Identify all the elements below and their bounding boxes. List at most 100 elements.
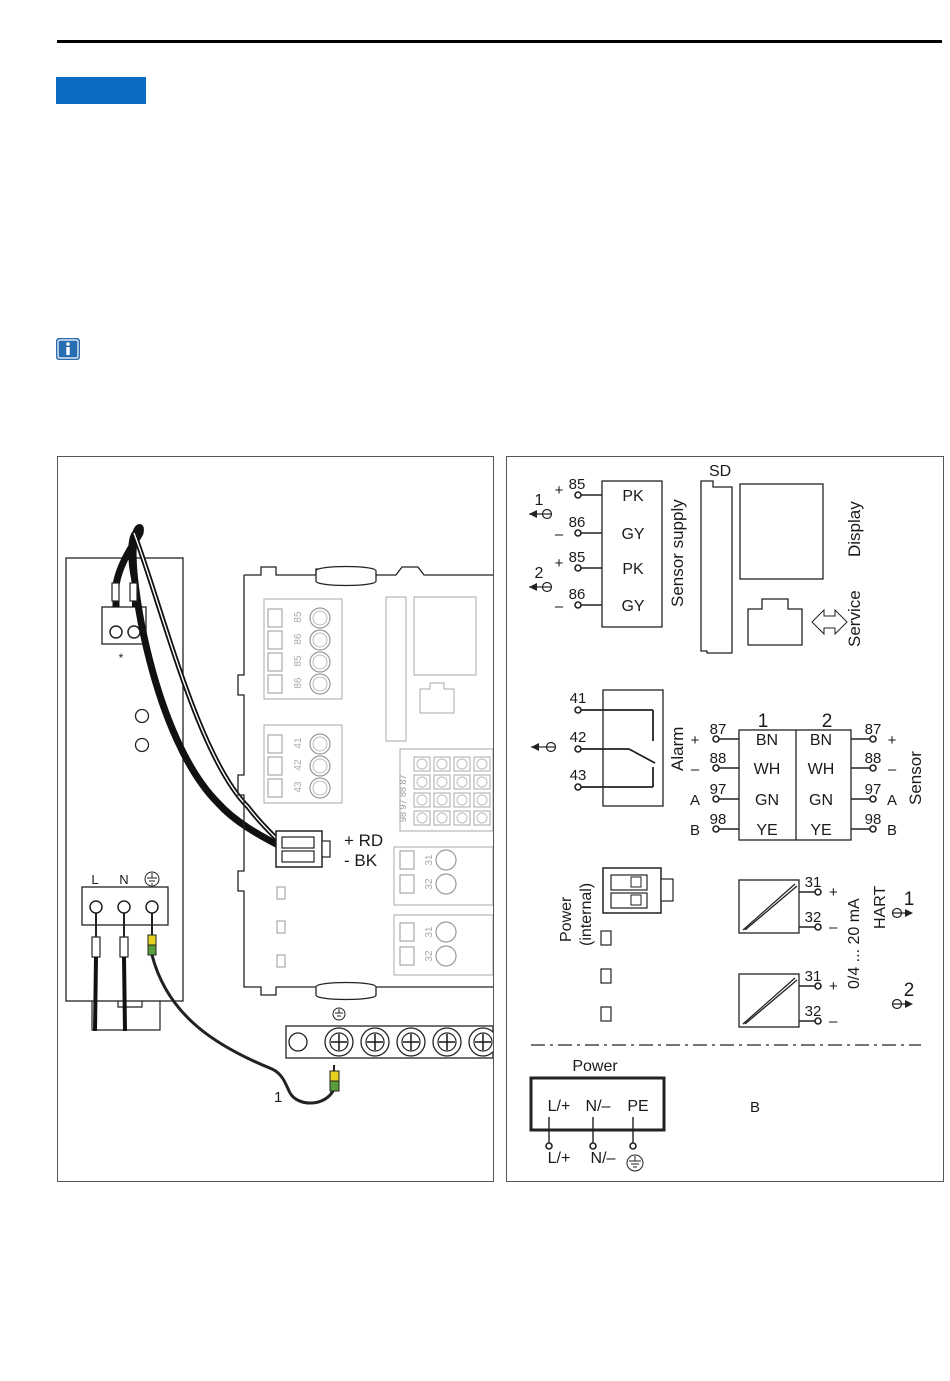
wire-color-code: PK xyxy=(622,488,644,505)
sensor-signal: + xyxy=(691,732,700,749)
header-rule xyxy=(57,40,942,43)
service-interface-icon xyxy=(811,608,848,636)
current-range-label: 0/4 ... 20 mA xyxy=(846,898,863,989)
wire-color-code: PK xyxy=(622,561,644,578)
sensor-supply-output-2: 2 xyxy=(529,565,553,593)
sensor-box xyxy=(738,729,852,841)
wire-color-code: BN xyxy=(756,732,778,749)
ground-icon xyxy=(144,871,160,887)
alarm-relay-contact xyxy=(579,709,656,788)
sensor-supply-terminal: 86 xyxy=(569,586,586,603)
output-terminal: 32 xyxy=(805,1003,822,1020)
sensor-terminal: 88 xyxy=(710,750,727,767)
service-label: Service xyxy=(845,590,864,647)
mains-label-n: N xyxy=(119,872,128,887)
sensor-signal: A xyxy=(690,792,700,809)
earth-screw xyxy=(396,1027,426,1057)
output-polarity: + xyxy=(829,884,838,901)
relay-block-labels: 98 97 88 87 xyxy=(398,774,408,822)
earth-screw xyxy=(468,1027,493,1057)
sensor-signal: – xyxy=(888,761,897,778)
wire-color-code: GY xyxy=(621,598,644,615)
alarm-terminal: 43 xyxy=(570,767,587,784)
display-label: Display xyxy=(845,501,864,557)
earth-screw xyxy=(324,1027,354,1057)
service-port xyxy=(747,598,803,646)
wire-color-code: WH xyxy=(808,761,835,778)
output-terminal: 31 xyxy=(805,874,822,891)
wiring-illustration: * L N 1 xyxy=(57,456,494,1182)
terminal-polarity: – xyxy=(555,526,564,543)
terminal-number: 43 xyxy=(293,781,304,793)
led-indicator xyxy=(134,737,150,753)
output-number: 1 xyxy=(535,492,544,509)
output-number: 2 xyxy=(535,565,544,582)
sensor-terminal: 88 xyxy=(865,750,882,767)
terminal-number: 85 xyxy=(293,611,304,623)
output-number: 1 xyxy=(904,889,915,910)
terminal-number: 41 xyxy=(293,737,304,749)
output-polarity: + xyxy=(829,978,838,995)
alarm-relay-box xyxy=(602,689,664,807)
led-indicator xyxy=(134,708,150,724)
alarm-terminal: 41 xyxy=(570,690,587,707)
output-terminal: 32 xyxy=(805,909,822,926)
terminal-polarity: + xyxy=(555,482,564,499)
alarm-label: Alarm xyxy=(668,727,687,771)
internal-power-connector xyxy=(602,867,674,914)
power-internal-label-2: (internal) xyxy=(578,883,595,946)
alarm-output-icon xyxy=(531,741,557,753)
power-wire-label: N/– xyxy=(591,1150,616,1167)
sensor-channel-1: 1 xyxy=(758,711,769,732)
current-outputs: 31+32–31+32– xyxy=(738,874,838,1030)
power-terminal-label: L/+ xyxy=(548,1098,571,1115)
alarm-terminal: 42 xyxy=(570,729,587,746)
sensor-supply-terminal: 85 xyxy=(569,549,586,566)
terminal-polarity: + xyxy=(555,555,564,572)
figure-b-label: B xyxy=(750,1099,760,1116)
output-polarity: – xyxy=(829,1013,838,1030)
output-number: 2 xyxy=(904,980,915,1001)
sensor-signal: A xyxy=(887,792,897,809)
sd-label: SD xyxy=(709,463,731,480)
sensor-supply-box xyxy=(601,480,663,628)
power-terminals: L/+N/–PEL/+N/– xyxy=(545,1098,649,1172)
asterisk-label: * xyxy=(119,651,124,665)
sensor-supply-output-1: 1 xyxy=(529,492,553,520)
notice-badge xyxy=(56,77,146,104)
ground-icon xyxy=(332,1007,346,1021)
wire-color-code: GN xyxy=(809,792,833,809)
ground-icon xyxy=(626,1154,644,1172)
terminal-number: 32 xyxy=(424,950,435,962)
rd-label: + RD xyxy=(344,831,383,850)
sensor-signal: – xyxy=(691,761,700,778)
hart-label: HART xyxy=(872,886,889,929)
terminal-number: 32 xyxy=(424,878,435,890)
sensor-signal: B xyxy=(690,822,700,839)
power-box xyxy=(529,1076,666,1132)
wire-color-code: WH xyxy=(754,761,781,778)
power-title: Power xyxy=(572,1058,618,1075)
terminal-number: 86 xyxy=(293,677,304,689)
info-icon xyxy=(56,338,80,360)
wire-color-code: GN xyxy=(755,792,779,809)
earth-screw xyxy=(360,1027,390,1057)
power-terminal-label: PE xyxy=(627,1098,648,1115)
sensor-supply-label: Sensor supply xyxy=(668,499,687,607)
sensor-terminal: 97 xyxy=(710,781,727,798)
display-box xyxy=(739,483,824,580)
wire-color-code: YE xyxy=(810,822,831,839)
earth-screw xyxy=(432,1027,462,1057)
sensor-signal: + xyxy=(888,732,897,749)
sensor-terminal: 97 xyxy=(865,781,882,798)
output-terminal: 31 xyxy=(805,968,822,985)
output-arrows: 12 xyxy=(891,889,915,1010)
sensor-terminal: 87 xyxy=(865,721,882,738)
terminal-number: 31 xyxy=(424,926,435,938)
power-terminal-label: N/– xyxy=(586,1098,611,1115)
